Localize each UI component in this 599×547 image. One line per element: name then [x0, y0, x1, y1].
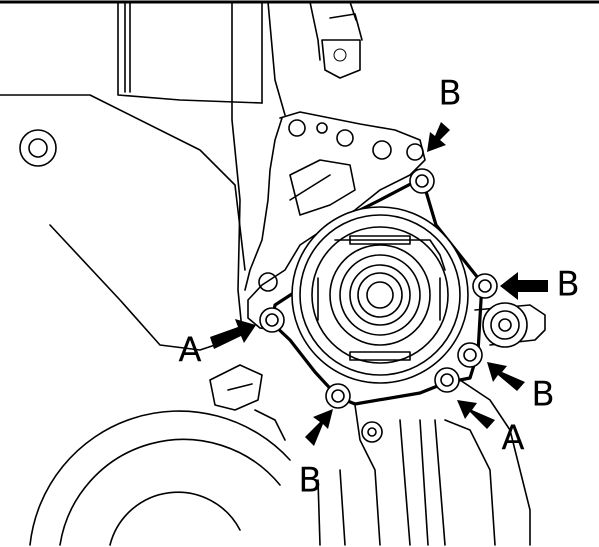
arrow-top-b-icon	[427, 122, 450, 152]
label-lower-right-a: A	[501, 419, 524, 459]
upper-bracket	[321, 13, 363, 79]
bolt-left-a	[259, 307, 285, 333]
water-pump-body	[291, 206, 469, 384]
label-right-b: B	[556, 265, 579, 305]
engine-block-outline	[0, 1, 357, 351]
label-left-a: A	[178, 331, 201, 371]
bolt-top-b	[409, 168, 435, 194]
arrow-right-b-icon	[500, 272, 548, 300]
bolt-lower-right-a	[434, 367, 460, 393]
arrow-left-a-icon	[210, 319, 256, 349]
bolt-bottom-b	[325, 383, 351, 409]
right-pulley-boss	[474, 302, 546, 348]
arrow-lower-right-a-icon	[457, 400, 495, 429]
bolt-right-b	[472, 273, 498, 299]
left-boss-circle	[19, 129, 57, 167]
mounting-bracket	[244, 111, 426, 331]
label-bottom-left-b: B	[298, 461, 321, 501]
crank-pulley	[29, 364, 291, 546]
lower-housing	[317, 379, 531, 546]
label-lower-right-b: B	[531, 375, 554, 415]
arrow-lower-right-b-icon	[487, 362, 525, 391]
arrow-bottom-b-icon	[305, 409, 333, 446]
label-top-b: B	[438, 74, 461, 114]
bolt-lower-right-b	[457, 342, 483, 368]
